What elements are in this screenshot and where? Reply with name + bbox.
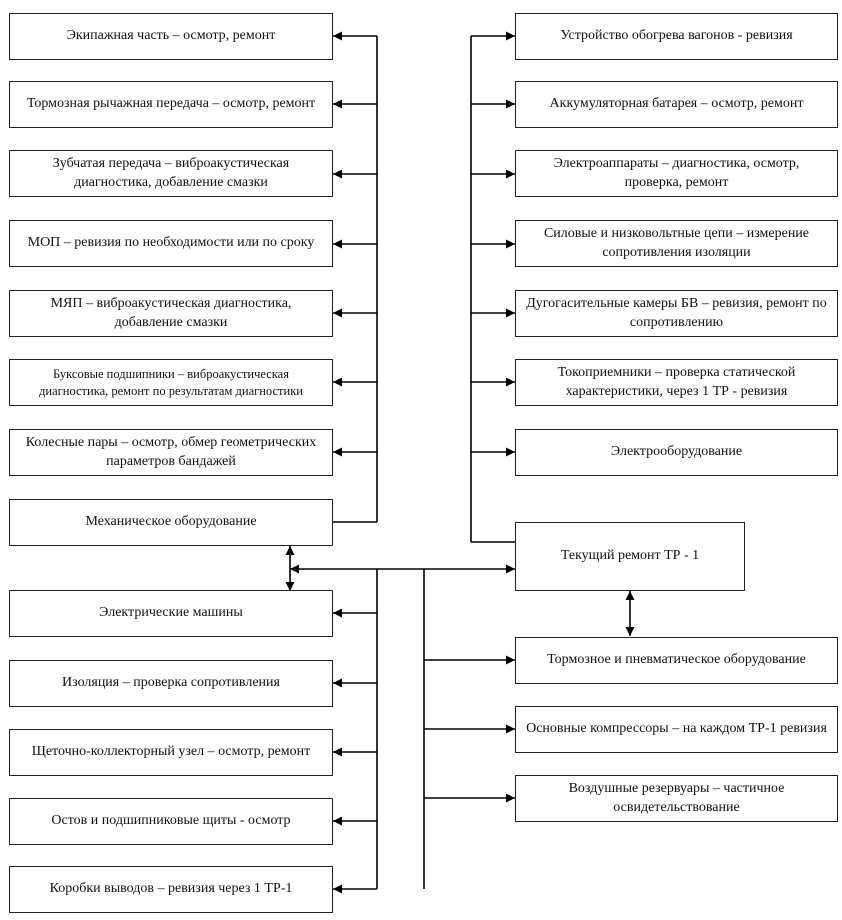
box-frame-shields: Остов и подшипниковые щиты - осмотр [9, 798, 333, 845]
box-electrical-equipment: Электрооборудование [515, 429, 838, 476]
box-power-circuits: Силовые и низковольтные цепи – измерение… [515, 220, 838, 267]
box-running-gear: Экипажная часть – осмотр, ремонт [9, 13, 333, 60]
box-pantographs: Токоприемники – проверка статической хар… [515, 359, 838, 406]
box-main-compressors: Основные компрессоры – на каждом ТР-1 ре… [515, 706, 838, 753]
box-insulation: Изоляция – проверка сопротивления [9, 660, 333, 707]
box-brush-collector: Щеточно-коллекторный узел – осмотр, ремо… [9, 729, 333, 776]
box-mechanical-equipment: Механическое оборудование [9, 499, 333, 546]
box-brake-pneumatic: Тормозное и пневматическое оборудование [515, 637, 838, 684]
box-arc-chutes: Дугогасительные камеры БВ – ревизия, рем… [515, 290, 838, 337]
box-battery: Аккумуляторная батарея – осмотр, ремонт [515, 81, 838, 128]
box-air-reservoirs: Воздушные резервуары – частичное освидет… [515, 775, 838, 822]
box-current-repair-tr1: Текущий ремонт ТР - 1 [515, 522, 745, 591]
box-terminal-boxes: Коробки выводов – ревизия через 1 ТР-1 [9, 866, 333, 913]
box-brake-linkage: Тормозная рычажная передача – осмотр, ре… [9, 81, 333, 128]
box-axlebox-bearings: Буксовые подшипники – виброакустическая … [9, 359, 333, 406]
box-electrical-apparatus: Электроаппараты – диагностика, осмотр, п… [515, 150, 838, 197]
box-electric-machines: Электрические машины [9, 590, 333, 637]
box-car-heating: Устройство обогрева вагонов - ревизия [515, 13, 838, 60]
box-gear-transmission: Зубчатая передача – виброакустическая ди… [9, 150, 333, 197]
box-wheelsets: Колесные пары – осмотр, обмер геометриче… [9, 429, 333, 476]
box-myap: МЯП – виброакустическая диагностика, доб… [9, 290, 333, 337]
box-mop: МОП – ревизия по необходимости или по ср… [9, 220, 333, 267]
